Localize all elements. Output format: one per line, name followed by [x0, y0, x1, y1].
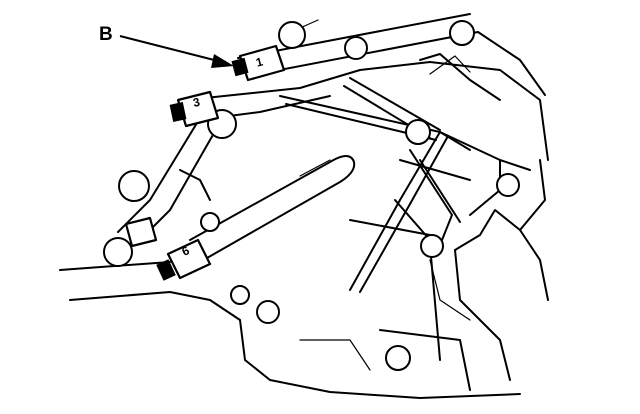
injector-6-pipe [189, 155, 356, 263]
callout-b: B [99, 24, 234, 68]
injector-label-1: 1 [254, 54, 264, 69]
injector-connector-1: 1 [231, 44, 286, 82]
intake-manifold-body [59, 53, 549, 399]
callout-arrow-line [119, 35, 223, 63]
injector-label-3: 3 [192, 95, 202, 110]
callout-label: B [99, 24, 113, 45]
manifold-truss [279, 77, 531, 361]
injector-connector-6: 6 [124, 216, 212, 281]
upper-fuel-rail [237, 13, 546, 96]
lower-fuel-rail [103, 109, 237, 267]
injector-connector-3: 3 [169, 90, 220, 128]
callout-arrowhead [211, 54, 234, 68]
